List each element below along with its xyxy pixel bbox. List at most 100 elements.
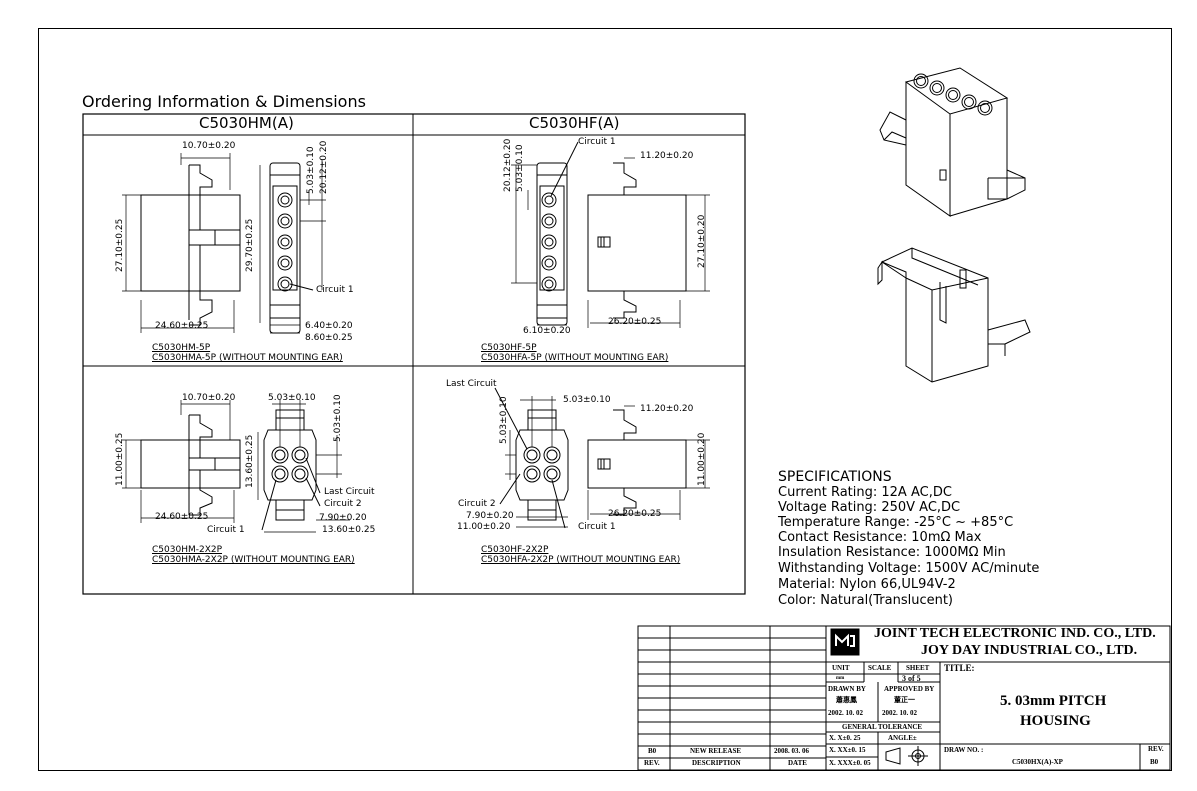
hm2x2-front-view	[261, 409, 321, 531]
hm2x2-last-circuit: Last Circuit	[324, 487, 375, 497]
hm2x2-circuit-1: Circuit 1	[207, 525, 245, 535]
hf2x2-circuit-2: Circuit 2	[458, 499, 496, 509]
hm5p-part-number-alt: C5030HMA-5P (WITHOUT MOUNTING EAR)	[152, 353, 343, 363]
hm2x2-part-number-alt: C5030HMA-2X2P (WITHOUT MOUNTING EAR)	[152, 555, 355, 565]
hf5p-dim-thickness: 6.10±0.20	[523, 326, 571, 336]
company-name-1: JOINT TECH ELECTRONIC IND. CO., LTD.	[874, 626, 1156, 641]
approved-date: 2002. 10. 02	[882, 709, 917, 717]
hm5p-dim-depth1: 6.40±0.20	[305, 321, 353, 331]
column-header-right: C5030HF(A)	[529, 114, 620, 132]
hm5p-dim-span: 20.12±0.20	[319, 140, 329, 194]
approved-by-label: APPROVED BY	[884, 685, 935, 693]
spec-line: Current Rating: 12A AC,DC	[778, 485, 952, 500]
hf5p-dim-height: 27.10±0.20	[697, 214, 707, 268]
tolerance-3: X. XXX±0. 05	[829, 759, 871, 767]
hf2x2-side-view	[587, 409, 687, 516]
draw-no-label: DRAW NO. :	[944, 746, 984, 754]
rev-value: B0	[1150, 758, 1159, 766]
spec-line: Withstanding Voltage: 1500V AC/minute	[778, 561, 1040, 576]
specs-title: SPECIFICATIONS	[778, 469, 892, 485]
isometric-view-female	[879, 67, 1026, 217]
hm5p-part-number: C5030HM-5P	[152, 343, 211, 353]
hf5p-part-number: C5030HF-5P	[481, 343, 537, 353]
hm2x2-dim-pitch-v: 5.03±0.10	[333, 394, 343, 442]
spec-line: Temperature Range: -25°C ~ +85°C	[778, 515, 1014, 530]
spec-line: Material: Nylon 66,UL94V-2	[778, 577, 956, 592]
hm5p-dim-height: 27.10±0.25	[115, 218, 125, 272]
ordering-heading: Ordering Information & Dimensions	[82, 92, 366, 111]
revision-header-date: DATE	[788, 759, 807, 767]
approved-by-name: 董正一	[894, 696, 915, 704]
tolerance-1: X. X±0. 25	[829, 734, 861, 742]
rev-label: REV.	[1148, 745, 1164, 753]
hf2x2-dim-length: 26.20±0.25	[608, 509, 662, 519]
revision-row-rev: B0	[648, 747, 657, 755]
revision-row-date: 2008. 03. 06	[774, 747, 809, 755]
hm5p-dim-depth2: 8.60±0.25	[305, 333, 353, 343]
title-label: TITLE:	[944, 663, 975, 673]
spec-line: Color: Natural(Translucent)	[778, 593, 954, 608]
sheet-label: SHEET	[906, 664, 930, 672]
hf2x2-part-number-alt: C5030HFA-2X2P (WITHOUT MOUNTING EAR)	[481, 555, 681, 565]
spec-line: Voltage Rating: 250V AC,DC	[778, 500, 961, 515]
hf2x2-dim-thickness: 7.90±0.20	[466, 511, 514, 521]
sheet-value: 3 of 5	[902, 674, 921, 683]
drawing-frame	[38, 28, 1172, 771]
hm5p-circuit-label: Circuit 1	[316, 285, 354, 295]
column-header-left: C5030HM(A)	[199, 114, 294, 132]
hm2x2-dim-length: 24.60±0.25	[155, 512, 209, 522]
hm2x2-circuit-2: Circuit 2	[324, 499, 362, 509]
hf2x2-dim-pitch-v: 5.03±0.10	[499, 396, 509, 444]
hf2x2-part-number: C5030HF-2X2P	[481, 545, 549, 555]
angle-label: ANGLE±	[888, 734, 917, 742]
revision-header-desc: DESCRIPTION	[692, 759, 741, 767]
title-block-grid	[637, 625, 1171, 771]
hf5p-dim-span: 20.12±0.20	[503, 138, 513, 192]
revision-row-desc: NEW RELEASE	[690, 747, 742, 755]
hm2x2-dim-depth2: 13.60±0.25	[322, 525, 376, 535]
tolerance-label: GENERAL TOLERANCE	[842, 723, 923, 731]
hm5p-dim-overall: 29.70±0.25	[245, 218, 255, 272]
drawing-title-1: 5. 03mm PITCH	[1000, 693, 1107, 709]
hf5p-circuit-label: Circuit 1	[578, 137, 616, 147]
hm2x2-dim-width: 10.70±0.20	[182, 393, 236, 403]
unit-label: UNIT	[832, 664, 850, 672]
drawn-date: 2002. 10. 02	[828, 709, 863, 717]
hf2x2-circuit-1: Circuit 1	[578, 522, 616, 532]
tolerance-2: X. XX±0. 15	[829, 746, 866, 754]
hf5p-dim-length: 26.20±0.25	[608, 317, 662, 327]
isometric-view-male	[877, 247, 1031, 383]
hm5p-side-view	[140, 164, 241, 326]
hm2x2-dim-height: 11.00±0.25	[115, 432, 125, 486]
hf2x2-dim-width: 11.00±0.20	[457, 522, 511, 532]
unit-value: mm	[836, 676, 845, 681]
spec-line: Insulation Resistance: 1000MΩ Min	[778, 545, 1006, 560]
drawn-by-label: DRAWN BY	[828, 685, 866, 693]
hm2x2-dim-pitch-h: 5.03±0.10	[268, 393, 316, 403]
hf5p-side-view	[587, 162, 687, 319]
hm2x2-side-view	[140, 414, 241, 516]
hf2x2-dim-depth: 11.20±0.20	[640, 404, 694, 414]
scale-label: SCALE	[868, 664, 892, 672]
hf5p-front-view	[536, 141, 579, 326]
hf5p-part-number-alt: C5030HFA-5P (WITHOUT MOUNTING EAR)	[481, 353, 669, 363]
hm2x2-dim-depth1: 7.90±0.20	[319, 513, 367, 523]
hf2x2-dim-height: 11.00±0.20	[697, 432, 707, 486]
drawn-by-name: 蕭惠鳳	[836, 696, 857, 704]
hm5p-dim-length: 24.60±0.25	[155, 321, 209, 331]
spec-line: Contact Resistance: 10mΩ Max	[778, 530, 982, 545]
company-logo	[830, 628, 860, 656]
hf2x2-last-circuit: Last Circuit	[446, 379, 497, 389]
hf5p-dim-pitch: 5.03±0.10	[515, 144, 525, 192]
company-name-2: JOY DAY INDUSTRIAL CO., LTD.	[921, 643, 1138, 658]
projection-symbol-icon	[885, 746, 928, 766]
hf2x2-dim-pitch-h: 5.03±0.10	[563, 395, 611, 405]
draw-no-value: C5030HX(A)-XP	[1012, 758, 1063, 766]
hm2x2-part-number: C5030HM-2X2P	[152, 545, 223, 555]
hm5p-dim-width: 10.70±0.20	[182, 141, 236, 151]
hm5p-dim-pitch: 5.03±0.10	[306, 146, 316, 194]
hm2x2-dim-overall: 13.60±0.25	[245, 434, 255, 488]
drawing-title-2: HOUSING	[1020, 713, 1091, 729]
hf5p-dim-depth: 11.20±0.20	[640, 151, 694, 161]
